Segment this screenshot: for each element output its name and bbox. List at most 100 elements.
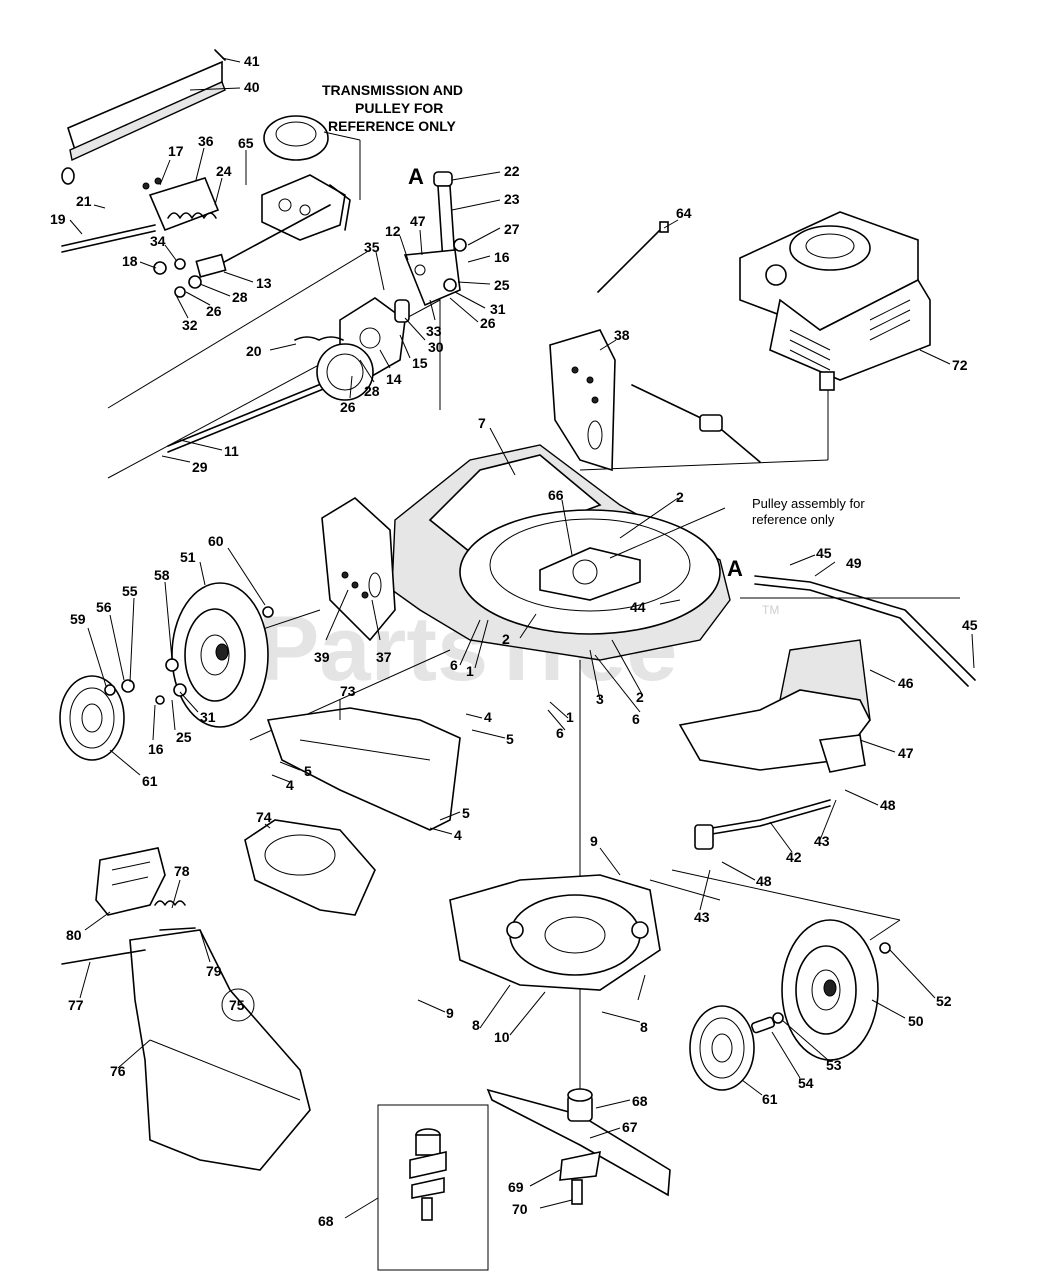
- spring-bracket: [142, 177, 220, 232]
- callout-label: 5: [506, 731, 514, 747]
- callout-label: 28: [232, 289, 248, 305]
- callout-label: 7: [478, 415, 486, 431]
- callout-label: 33: [426, 323, 442, 339]
- callout-label: 18: [122, 253, 138, 269]
- callout-label: 29: [192, 459, 208, 475]
- watermark-tm: TM: [762, 603, 779, 617]
- callout-label: 32: [182, 317, 198, 333]
- callout-75-circle: [221, 988, 255, 1022]
- inset-box: [377, 1104, 489, 1271]
- callout-label: 31: [490, 301, 506, 317]
- callout-label: 6: [556, 725, 564, 741]
- callout-label: 68: [632, 1093, 648, 1109]
- callout-label: 41: [244, 53, 260, 69]
- callout-label: 27: [504, 221, 520, 237]
- callout-label: 49: [846, 555, 862, 571]
- callout-label: 4: [484, 709, 492, 725]
- callout-label: 67: [622, 1119, 638, 1135]
- wheel-hardware-left: [104, 606, 274, 705]
- reference-letter-a-top: A: [408, 164, 424, 189]
- callout-label: 10: [494, 1029, 510, 1045]
- callout-label: 26: [480, 315, 496, 331]
- callout-label: 23: [504, 191, 520, 207]
- callout-label: 66: [548, 487, 564, 503]
- control-cable: [631, 384, 761, 463]
- callout-label: 76: [110, 1063, 126, 1079]
- callout-label: 13: [256, 275, 272, 291]
- callout-label: 4: [286, 777, 294, 793]
- callout-label: 40: [244, 79, 260, 95]
- callout-label: 11: [224, 443, 239, 459]
- callout-label: 30: [428, 339, 444, 355]
- callout-label: 42: [786, 849, 802, 865]
- callout-label: 51: [180, 549, 196, 565]
- grass-catcher: [95, 847, 311, 1171]
- callout-label: 50: [908, 1013, 924, 1029]
- callout-label: 14: [386, 371, 402, 387]
- callout-label: 28: [364, 383, 380, 399]
- callout-label: 22: [504, 163, 520, 179]
- handle-upper: [754, 575, 976, 687]
- callout-label: 68: [318, 1213, 334, 1229]
- callout-label: 26: [340, 399, 356, 415]
- callout-label: 52: [936, 993, 952, 1009]
- callout-label: 6: [632, 711, 640, 727]
- callout-label: 56: [96, 599, 112, 615]
- callout-label: 39: [314, 649, 330, 665]
- callout-label: 48: [756, 873, 772, 889]
- callout-label: 1: [466, 663, 474, 679]
- callout-label: 3: [596, 691, 604, 707]
- notes: TRANSMISSION AND PULLEY FOR REFERENCE ON…: [322, 82, 865, 581]
- note-transmission-line1: TRANSMISSION AND: [322, 82, 463, 98]
- callout-label: 17: [168, 143, 184, 159]
- callout-label: 73: [340, 683, 356, 699]
- callout-label: 61: [142, 773, 158, 789]
- callout-label: 2: [676, 489, 684, 505]
- callout-label: 38: [614, 327, 630, 343]
- callout-label: 47: [898, 745, 914, 761]
- note-transmission-line2: PULLEY FOR: [355, 100, 443, 116]
- callout-label: 6: [450, 657, 458, 673]
- note-pulley-line1: Pulley assembly for: [752, 496, 865, 511]
- hubcap-right: [689, 1005, 755, 1091]
- callout-label: 34: [150, 233, 166, 249]
- sprocket: [294, 336, 374, 401]
- callout-label: 35: [364, 239, 380, 255]
- callout-label: 61: [762, 1091, 778, 1107]
- callout-label: 36: [198, 133, 214, 149]
- mulch-plug: [244, 819, 376, 916]
- reference-letter-a-handle: A: [727, 556, 743, 581]
- lift-rod: [694, 734, 866, 850]
- leader-lines: [69, 57, 975, 1219]
- callout-label: 80: [66, 927, 82, 943]
- callout-label: 55: [122, 583, 138, 599]
- callout-label: 21: [76, 193, 92, 209]
- callout-label: 46: [898, 675, 914, 691]
- mower-deck: [391, 444, 731, 661]
- callout-label: 8: [472, 1017, 480, 1033]
- callout-label: 60: [208, 533, 224, 549]
- callout-label: 48: [880, 797, 896, 813]
- callout-label: 47: [410, 213, 426, 229]
- callout-label: 25: [494, 277, 510, 293]
- callout-label: 2: [636, 689, 644, 705]
- callout-label: 37: [376, 649, 392, 665]
- callout-label: 5: [304, 763, 312, 779]
- callout-label: 9: [446, 1005, 454, 1021]
- hubcap-left: [59, 675, 125, 761]
- callout-label: 31: [200, 709, 216, 725]
- blade-adapter-deck: [449, 874, 661, 991]
- callout-label: 9: [590, 833, 598, 849]
- callout-label: 25: [176, 729, 192, 745]
- catcher-rod: [61, 949, 146, 965]
- height-lever: [403, 171, 467, 307]
- callout-label: 54: [798, 1075, 814, 1091]
- side-bracket: [321, 497, 396, 642]
- callout-labels: 41 40 17 36 65 24 21 19 34 18 13 28 26 3…: [50, 53, 978, 1229]
- callout-label: 74: [256, 809, 272, 825]
- wheel-hardware-right: [750, 942, 891, 1034]
- callout-label: 43: [814, 833, 830, 849]
- washer-cluster-left: [153, 253, 227, 298]
- guide-lines: [107, 140, 960, 1100]
